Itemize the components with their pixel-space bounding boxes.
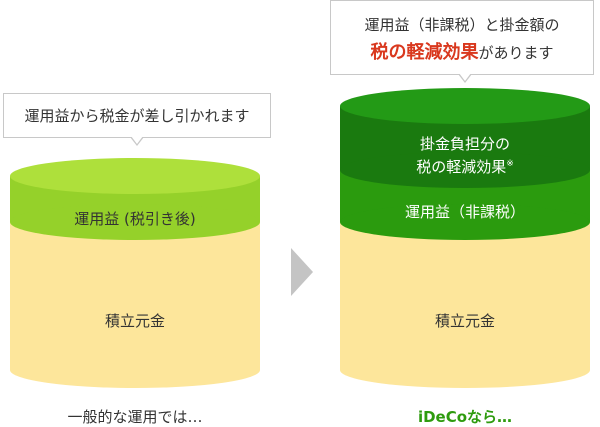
right-callout-emphasis: 税の軽減効果 [370,42,479,63]
left-gain-segment [10,158,260,240]
right-callout-tail-fill [459,73,471,81]
left-caption: 一般的な運用では… [67,408,203,426]
right-tax-benefit-line2-wrap: 税の軽減効果※ [340,154,590,177]
right-callout-line1: 運用益（非課税）と掛金額の [364,16,560,34]
left-callout: 運用益から税金が差し引かれます [3,93,271,138]
right-callout-line2-suffix: があります [478,44,554,62]
right-gain-label: 運用益（非課税） [404,203,525,221]
right-caption: iDeCoなら… [417,408,513,426]
right-principal-label: 積立元金 [434,312,495,330]
left-principal-segment [10,222,260,388]
right-callout-line2: 税の軽減効果があります [331,39,593,67]
right-principal-segment [340,222,590,388]
right-callout: 運用益（非課税）と掛金額の 税の軽減効果があります [330,0,594,75]
right-tax-benefit-line1: 掛金負担分の [419,135,510,153]
left-callout-tail-fill [131,136,143,144]
left-callout-text: 運用益から税金が差し引かれます [24,107,250,125]
left-principal-label: 積立元金 [104,312,165,330]
right-tax-benefit-segment [340,88,590,188]
right-tax-benefit-line2: 税の軽減効果 [416,158,507,176]
arrow-right-icon [291,248,313,296]
right-tax-benefit-label: 掛金負担分の 税の軽減効果※ [340,134,590,177]
left-gain-label: 運用益 (税引き後) [74,210,196,228]
right-tax-benefit-mark: ※ [506,159,514,169]
